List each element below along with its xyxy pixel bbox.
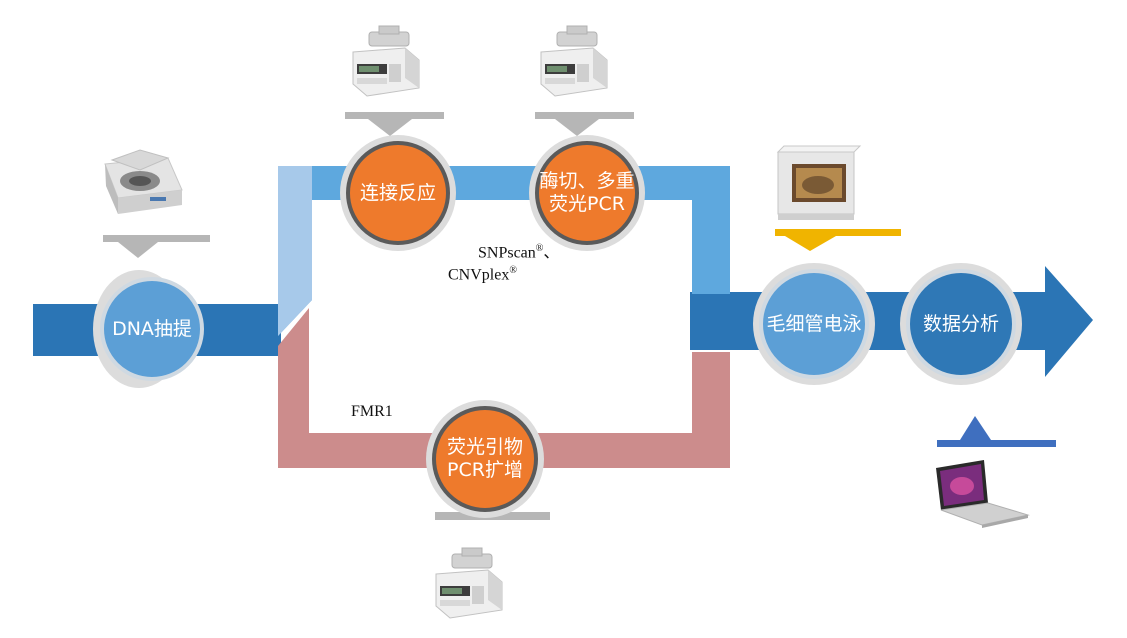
- primer-label-line2: PCR扩增: [447, 459, 523, 481]
- capillary-label: 毛细管电泳: [766, 312, 862, 335]
- ligation-thermocycler-stand: [345, 112, 444, 136]
- snpscan-separator: 、: [543, 244, 560, 262]
- capillary-electrophoresis-node: 毛细管电泳: [759, 269, 869, 379]
- data-analysis-node: 数据分析: [906, 269, 1016, 379]
- cnvplex-note: CNVplex®: [448, 261, 517, 285]
- laptop-stand: [937, 416, 1056, 447]
- genetic-analyzer-icon: [776, 145, 862, 220]
- centrifuge-stand: [103, 235, 210, 258]
- dna-extraction-node: DNA抽提: [100, 277, 204, 381]
- digestion-thermocycler-stand: [535, 112, 634, 136]
- cnvplex-registered-mark: ®: [509, 265, 517, 276]
- ligation-label: 连接反应: [359, 181, 436, 204]
- snpscan-registered-mark: ®: [535, 243, 544, 254]
- upper-loop-light-segment: [278, 166, 312, 336]
- thermocycler-icon-3: [435, 547, 503, 619]
- thermocycler-icon-2: [540, 25, 608, 97]
- digestion-multiplex-node: 酶切、多重 荧光PCR: [535, 141, 639, 245]
- fmr1-text: FMR1: [351, 403, 393, 420]
- dna-extraction-label: DNA抽提: [112, 317, 192, 340]
- snpscan-text: SNPscan: [478, 244, 536, 262]
- upper-loop: [278, 166, 730, 336]
- laptop-icon: [936, 460, 1030, 528]
- primer-label-line1: 荧光引物: [446, 436, 523, 458]
- analysis-label: 数据分析: [922, 312, 999, 335]
- cnvplex-text: CNVplex: [448, 266, 510, 284]
- ligation-node: 连接反应: [346, 141, 450, 245]
- fmr1-note: FMR1: [351, 402, 393, 422]
- snpscan-note: SNPscan®、: [478, 239, 559, 263]
- main-arrow-right: [690, 266, 1093, 377]
- digestion-label-line2: 荧光PCR: [549, 193, 625, 215]
- thermocycler-icon-1: [352, 25, 420, 97]
- digestion-label-line1: 酶切、多重: [539, 170, 635, 192]
- centrifuge-icon: [104, 149, 183, 214]
- fluorescent-primer-node: 荧光引物 PCR扩增: [432, 406, 538, 512]
- sequencer-stand: [775, 229, 901, 251]
